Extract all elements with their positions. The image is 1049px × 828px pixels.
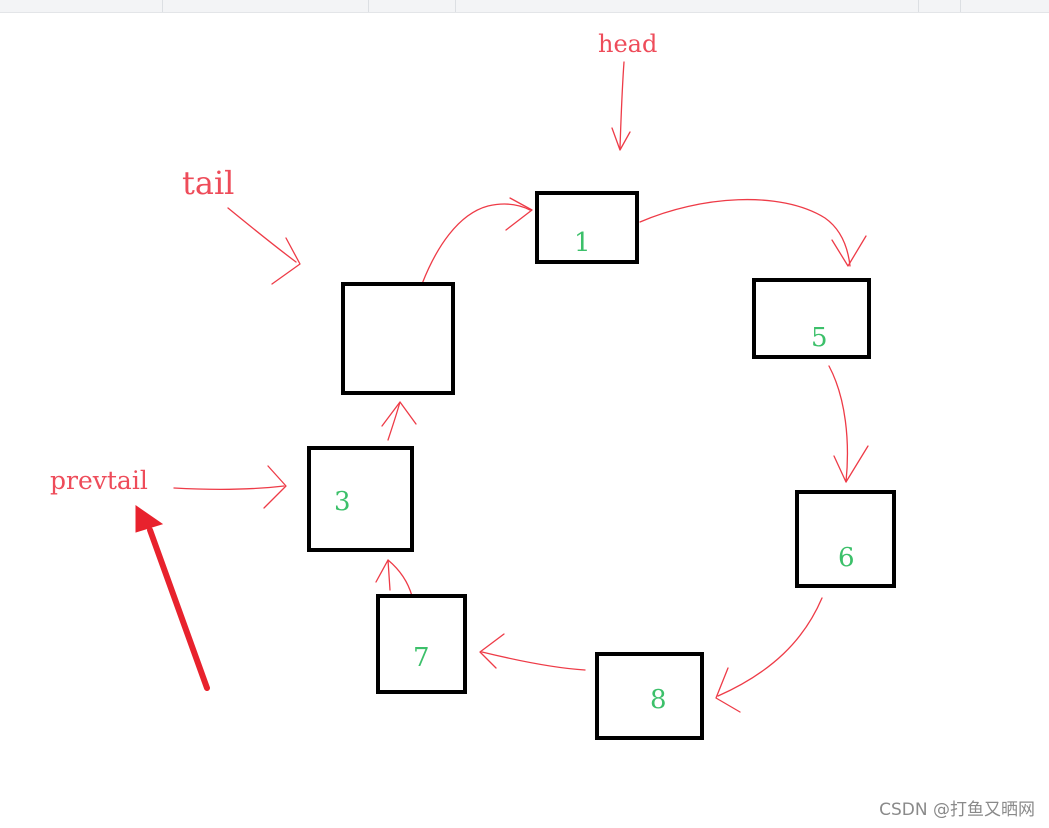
prevtail-pointer-arrow <box>173 485 285 490</box>
node-label: 8 <box>650 685 667 715</box>
toolbar-divider <box>918 0 919 12</box>
highlight-arrow <box>135 505 210 691</box>
arrow-1-to-5-head <box>831 235 867 267</box>
node-6-box <box>795 490 896 588</box>
node-boxes <box>307 191 896 740</box>
toolbar-divider <box>455 0 456 12</box>
node-label: 3 <box>334 487 351 517</box>
node-5-box <box>752 278 871 359</box>
node-label: 6 <box>838 543 855 573</box>
arrow-new-to-1 <box>421 203 531 285</box>
node-8-box <box>595 652 704 740</box>
tail-pointer-arrow-head <box>271 237 301 285</box>
arrow-5-to-6-head <box>833 445 869 483</box>
prevtail-pointer-arrow-head <box>263 465 287 509</box>
toolbar-divider <box>162 0 163 12</box>
node-label: 5 <box>811 323 828 353</box>
arrow-1-to-5 <box>639 198 851 267</box>
arrow-new-to-1-head <box>505 197 533 231</box>
pointer-arrows <box>173 61 631 509</box>
node-label: 1 <box>574 228 591 258</box>
arrow-8-to-7 <box>481 651 586 671</box>
top-toolbar-strip <box>0 0 1049 13</box>
highlight-arrow-head <box>135 505 164 533</box>
arrow-6-to-8-head <box>715 667 741 713</box>
arrow-3-to-new-head <box>381 401 417 427</box>
arrow-6-to-8 <box>717 597 823 697</box>
head-pointer-arrow-head <box>611 127 631 151</box>
arrow-7-to-3 <box>387 559 413 597</box>
toolbar-divider <box>368 0 369 12</box>
node-labels: 1 5 6 8 7 3 <box>334 228 855 715</box>
node-1-box <box>535 191 639 264</box>
node-new-box <box>341 282 455 395</box>
head-pointer-label: head <box>598 30 657 58</box>
head-pointer-arrow <box>619 61 625 149</box>
arrow-5-to-6 <box>828 365 849 483</box>
tail-pointer-label: tail <box>182 164 234 202</box>
watermark: CSDN @打鱼又晒网 <box>879 800 1035 820</box>
toolbar-divider <box>960 0 961 12</box>
node-label: 7 <box>413 643 430 673</box>
arrow-3-to-new <box>387 401 401 441</box>
link-arrows <box>375 197 869 713</box>
highlight-arrow-shaft <box>147 527 210 691</box>
pointer-labels: head tail prevtail <box>50 30 657 495</box>
node-7-box <box>376 594 467 694</box>
prevtail-pointer-label: prevtail <box>50 466 148 495</box>
node-3-box <box>307 446 414 552</box>
arrow-8-to-7-head <box>479 633 505 669</box>
tail-pointer-arrow <box>227 207 297 263</box>
arrow-7-to-3-head <box>375 559 391 591</box>
